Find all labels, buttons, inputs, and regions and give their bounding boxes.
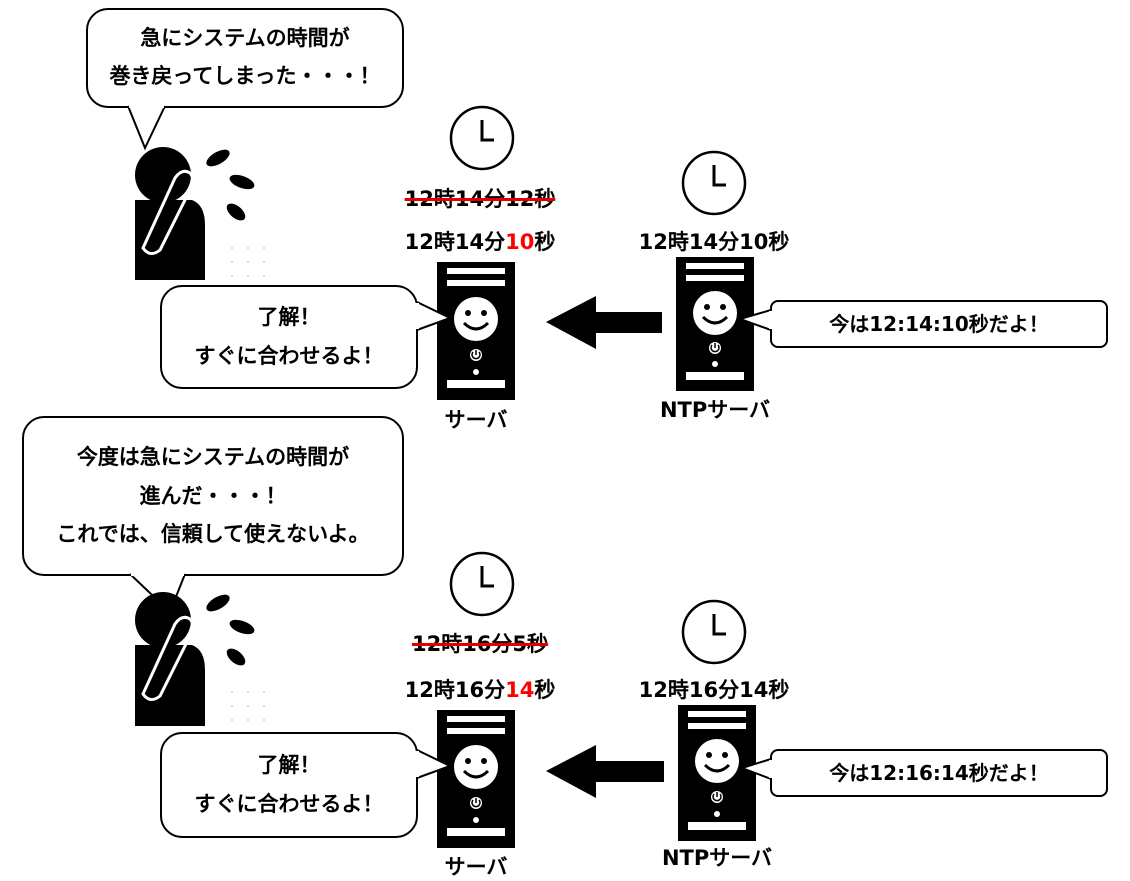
ntp-server-label: NTPサーバ <box>659 398 771 422</box>
server-speech-bubble-2: 了解！ すぐに合わせるよ！ <box>160 732 418 838</box>
person-speech-bubble-1: 急にシステムの時間が 巻き戻ってしまった・・・！ <box>86 8 404 108</box>
power-icon <box>711 791 723 803</box>
bubble-line: 今度は急にシステムの時間が <box>76 444 350 469</box>
bubble-tail <box>415 301 453 331</box>
bubble-line: 今は12:14:10秒だよ！ <box>829 311 1049 336</box>
bubble-tail <box>415 749 453 779</box>
old-server-time: 12時14分12秒 <box>404 187 556 211</box>
time-highlight: 14 <box>505 678 535 702</box>
time-highlight: 10 <box>505 230 535 254</box>
bubble-line: 急にシステムの時間が <box>140 26 350 51</box>
time-prefix: 12時14分 <box>404 230 506 254</box>
power-icon <box>470 349 482 361</box>
bubble-line: すぐに合わせるよ！ <box>194 792 384 816</box>
bubble-line: 了解！ <box>257 305 321 330</box>
new-server-time: 12時14分10秒 <box>380 226 580 256</box>
server-label: サーバ <box>444 855 508 879</box>
power-icon <box>709 342 721 354</box>
clock-icon <box>449 551 515 617</box>
bubble-tail <box>738 758 773 780</box>
smiley-icon <box>693 291 737 335</box>
smiley-icon <box>695 739 739 783</box>
ntp-speech-bubble-1: 今は12:14:10秒だよ！ <box>770 300 1108 348</box>
bubble-tail <box>127 104 166 151</box>
ntp-time: 12時16分14秒 <box>638 678 790 702</box>
time-suffix: 秒 <box>534 678 556 702</box>
new-server-time: 12時16分14秒 <box>380 674 580 704</box>
server-speech-bubble-1: 了解！ すぐに合わせるよ！ <box>160 285 418 389</box>
ntp-server-label: NTPサーバ <box>661 846 773 870</box>
clock-icon <box>681 150 747 216</box>
old-server-time: 12時16分5秒 <box>411 632 549 656</box>
smiley-icon <box>454 745 498 789</box>
distressed-person-icon <box>135 592 265 726</box>
ntp-time: 12時14分10秒 <box>638 230 790 254</box>
bubble-line: 今は12:16:14秒だよ！ <box>829 760 1049 785</box>
time-suffix: 秒 <box>534 230 556 254</box>
power-icon <box>470 797 482 809</box>
smiley-icon <box>454 297 498 341</box>
clock-icon <box>449 105 515 171</box>
distressed-person-icon <box>135 147 265 280</box>
server-label: サーバ <box>444 408 508 432</box>
arrow-left-icon <box>546 296 662 349</box>
bubble-line: 進んだ・・・！ <box>139 483 287 508</box>
bubble-line: 了解！ <box>257 753 321 778</box>
bubble-line: 巻き戻ってしまった・・・！ <box>109 64 381 88</box>
person-speech-bubble-2: 今度は急にシステムの時間が 進んだ・・・！ これでは、信頼して使えないよ。 <box>22 416 404 576</box>
time-prefix: 12時16分 <box>404 678 506 702</box>
bubble-line: すぐに合わせるよ！ <box>194 344 384 368</box>
bubble-line: これでは、信頼して使えないよ。 <box>56 522 370 547</box>
ntp-speech-bubble-2: 今は12:16:14秒だよ！ <box>770 749 1108 797</box>
bubble-tail <box>736 309 773 331</box>
arrow-left-icon <box>546 745 664 798</box>
clock-icon <box>681 599 747 665</box>
